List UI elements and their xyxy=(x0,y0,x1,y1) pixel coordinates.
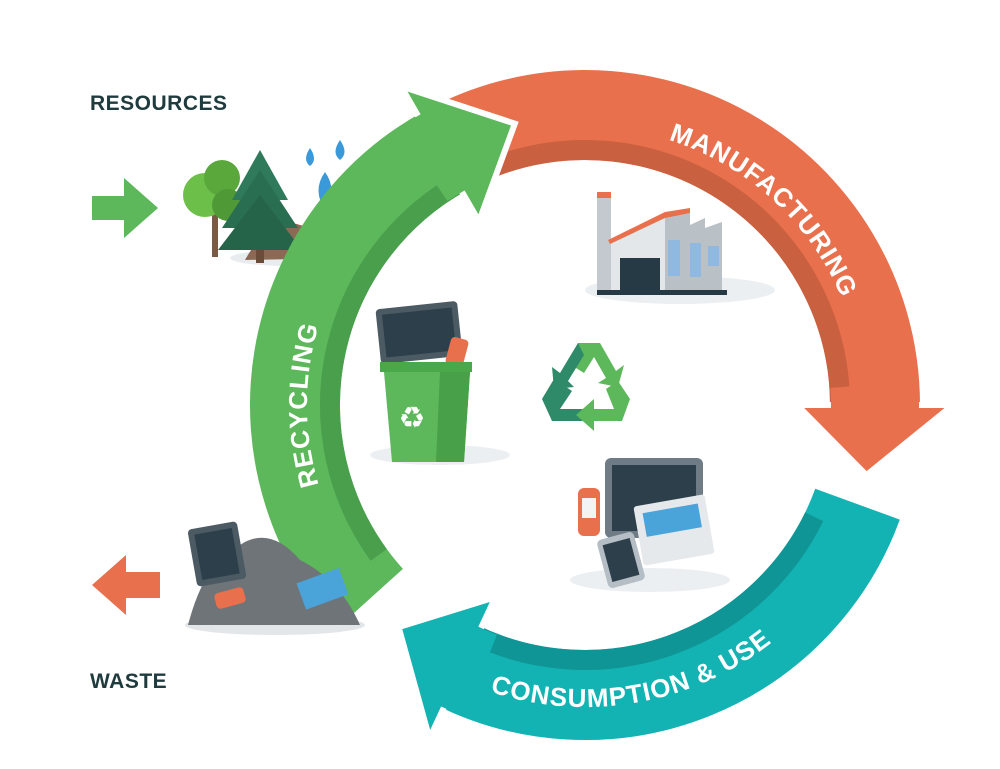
resources-label: RESOURCES xyxy=(90,92,228,115)
manufacturing-arrow-shade xyxy=(485,140,850,410)
factory-icon xyxy=(585,192,775,304)
manufacturing-arrow-body xyxy=(427,70,920,411)
waste-label: WASTE xyxy=(90,670,168,693)
waste-pile-icon xyxy=(185,521,365,635)
waste-output-arrow xyxy=(92,555,160,615)
recycling-bin-icon: ♻ xyxy=(370,301,510,465)
consumption-use-arrow-shade xyxy=(468,512,824,670)
water-drop-icon xyxy=(335,140,345,160)
consumption-use-arrowhead-join xyxy=(433,623,498,717)
recycling-arrowhead-join xyxy=(398,110,470,202)
manufacturing-arrowhead xyxy=(789,402,962,480)
recycling-arrow-body xyxy=(250,112,467,630)
consumption-use-arrow-body xyxy=(438,488,900,740)
water-drop-icon xyxy=(306,148,314,166)
consumer-devices-icon xyxy=(570,458,730,592)
resources-input-arrow xyxy=(92,178,158,238)
cycle-ring xyxy=(250,70,962,748)
svg-text:♻: ♻ xyxy=(399,401,426,436)
manufacturing-arrowhead-join xyxy=(830,381,919,417)
recycling-arrow-shade xyxy=(320,173,467,561)
recycle-icon xyxy=(542,343,630,431)
